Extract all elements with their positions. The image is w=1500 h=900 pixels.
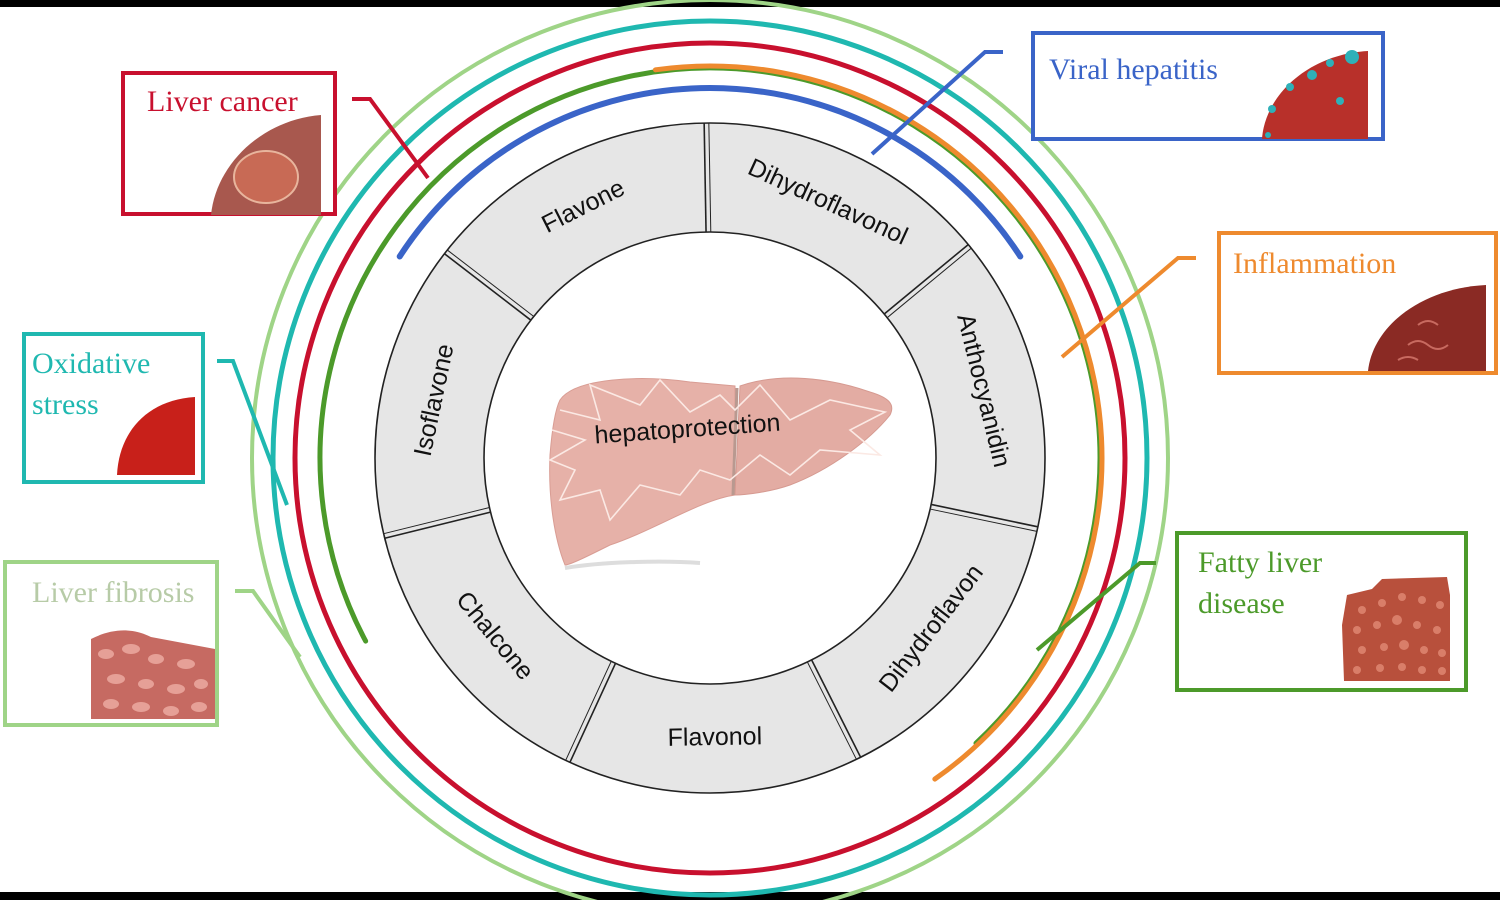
connector-liver-fibrosis [235,589,302,659]
connector-fatty-liver-disease [1035,561,1156,652]
connector-inflammation [1060,256,1196,359]
condition-label-fatty-liver-line1: Fatty liver [1198,546,1323,579]
liver-illustration: hepatoprotection [548,377,893,570]
ring-divider-double [806,661,857,760]
condition-label-liver-fibrosis: Liver fibrosis [32,576,195,609]
condition-label-oxidative-stress-line2: stress [32,388,99,421]
condition-box-viral-hepatitis[interactable]: Viral hepatitis [1031,31,1385,141]
arc-liver-cancer [292,40,1128,876]
liver-zigzag [548,378,888,522]
liver-shadow [564,559,701,570]
connector-oxidative-stress [217,359,289,506]
liver-fibrosis-thumbnail [91,630,215,719]
condition-arcs [250,0,1170,900]
condition-label-inflammation: Inflammation [1233,247,1397,280]
liver-left-lobe [734,377,893,496]
ring-divider [931,503,1039,528]
liver-right-lobe [549,378,736,566]
arc-oxidative-stress [270,18,1150,898]
liver-cancer-thumbnail [211,115,321,215]
condition-label-liver-cancer: Liver cancer [147,85,298,118]
inflammation-thumbnail [1368,285,1486,371]
ring-divider [810,659,862,758]
ring-divider [883,243,969,315]
condition-box-liver-fibrosis[interactable]: Liver fibrosis [3,560,219,727]
ring-divider [384,511,491,540]
ring-divider-double [886,247,972,319]
connector-viral-hepatitis [870,50,1003,156]
connector-lines [217,50,1196,659]
condition-box-oxidative-stress[interactable]: Oxidative stress [22,332,205,484]
condition-label-viral-hepatitis: Viral hepatitis [1049,53,1218,86]
condition-box-inflammation[interactable]: Inflammation [1217,231,1498,375]
connector-liver-cancer [352,97,430,180]
ring-divider [703,123,707,233]
viral-hepatitis-thumbnail [1262,50,1368,139]
flavonoid-segment-label: Flavonol [667,722,762,752]
ring-divider [569,662,617,763]
ring-divider-double [565,661,612,761]
arc-viral-hepatitis [396,84,1024,260]
ring-divider-double [930,508,1037,532]
condition-label-fatty-liver-line2: disease [1198,587,1285,620]
arc-liver-fibrosis [250,0,1170,900]
ring-divider-double [383,507,490,535]
fatty-liver-thumbnail [1342,577,1450,681]
ring-divider-double [447,249,535,317]
ring-divider-double [708,122,712,233]
oxidative-stress-thumbnail [117,397,195,475]
arc-inflammation [652,63,1105,782]
condition-box-liver-cancer[interactable]: Liver cancer [121,71,337,216]
condition-label-oxidative-stress-line1: Oxidative [32,347,151,380]
ring-outer-edge [374,122,1046,794]
bottom-letterbox-bar [0,892,1500,900]
ring-divider [443,253,532,321]
condition-box-fatty-liver-disease[interactable]: Fatty liver disease [1175,531,1468,692]
